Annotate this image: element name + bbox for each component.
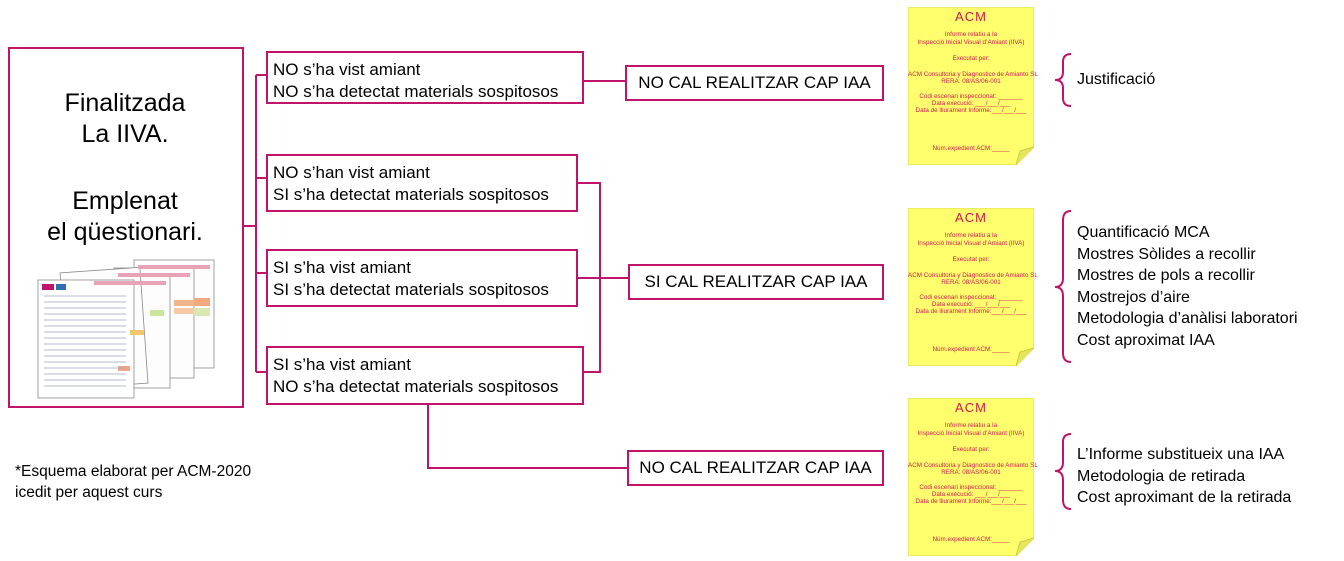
acm-logo: ACM: [955, 210, 987, 225]
footnote-line-1: *Esquema elaborat per ACM-2020: [15, 463, 252, 480]
condition-4-line-2: NO s’ha detectat materials sospitosos: [273, 377, 559, 396]
acm-logo: ACM: [955, 400, 987, 415]
report-file-number: Núm.expedient ACM:_____: [932, 145, 1010, 152]
footnote-line-2: icedit per aquest curs: [15, 484, 163, 501]
report-rera: RERA: 08/AS/06-001: [941, 469, 1001, 476]
outcome-3-item-1: L’Informe substitueix una IAA: [1077, 446, 1285, 463]
outcome-list-1: Justificació: [1077, 69, 1155, 91]
report-execution-date: Data execució: ___/___/___: [931, 100, 1011, 107]
report-inspector-code: Codi escenari inspeccionat: _______: [919, 484, 1023, 491]
start-subtitle: Emplenat el qüestionari.: [10, 186, 240, 248]
report-document-1: ACM Informe relatiu a la Inspecció Inici…: [908, 7, 1038, 165]
questionnaire-pages-image: [37, 259, 215, 399]
report-title-1: Informe relatiu a la: [944, 232, 998, 239]
condition-box-3: SI s’ha vist amiant SI s’ha detectat mat…: [266, 249, 578, 307]
start-line-4: el qüestionari.: [47, 218, 203, 246]
report-execution-date: Data execució: ___/___/___: [931, 301, 1011, 308]
report-document-2: ACM Informe relatiu a la Inspecció Inici…: [908, 208, 1038, 366]
report-title-2: Inspecció Inicial Visual d’Amiant (IIVA): [917, 39, 1025, 46]
outcome-2-item-1: Quantificació MCA: [1077, 224, 1210, 241]
report-executed-by: Executat per:: [952, 446, 990, 453]
outcome-2-item-4: Mostrejos d’aire: [1077, 288, 1190, 306]
result-box-1: NO CAL REALITZAR CAP IAA: [625, 65, 884, 101]
start-title: Finalitzada La IIVA.: [10, 88, 240, 150]
outcome-2-item-2: Mostres Sòlides a recollir: [1077, 245, 1256, 263]
condition-box-4: SI s’ha vist amiant NO s’ha detectat mat…: [266, 346, 584, 405]
report-delivery-date: Data de lliurament Informe:___/___/___: [915, 308, 1027, 315]
result-2-label: SI CAL REALITZAR CAP IAA: [644, 272, 868, 291]
result-box-3: NO CAL REALITZAR CAP IAA: [627, 450, 884, 486]
condition-4-line-1: SI s’ha vist amiant: [273, 355, 411, 374]
report-delivery-date: Data de lliurament Informe:___/___/___: [915, 107, 1027, 114]
report-executed-by: Executat per:: [952, 55, 990, 62]
outcome-3-item-2: Metodologia de retirada: [1077, 467, 1246, 485]
outcome-3-item-3: Cost aproximant de la retirada: [1077, 489, 1292, 507]
report-rera: RERA: 08/AS/06-001: [941, 279, 1001, 286]
start-line-2: La IIVA.: [81, 120, 169, 148]
report-company: ACM Consultoria y Diagnostico de Amianto…: [908, 272, 1038, 279]
outcome-2-item-3: Mostres de pols a recollir: [1077, 267, 1255, 285]
outcome-list-2: Quantificació MCA Mostres Sòlides a reco…: [1077, 222, 1298, 352]
condition-3-line-1: SI s’ha vist amiant: [273, 258, 411, 277]
report-rera: RERA: 08/AS/06-001: [941, 78, 1001, 85]
condition-box-1: NO s’ha vist amiant NO s’ha detectat mat…: [266, 51, 584, 104]
report-document-3: ACM Informe relatiu a la Inspecció Inici…: [908, 398, 1038, 556]
condition-2-line-2: SI s’ha detectat materials sospitosos: [273, 185, 549, 204]
report-file-number: Núm.expedient ACM:_____: [932, 346, 1010, 353]
report-execution-date: Data execució: ___/___/___: [931, 491, 1011, 498]
report-executed-by: Executat per:: [952, 256, 990, 263]
result-3-label: NO CAL REALITZAR CAP IAA: [639, 458, 872, 477]
report-title-1: Informe relatiu a la: [944, 31, 998, 38]
report-delivery-date: Data de lliurament Informe:___/___/___: [915, 498, 1027, 505]
outcome-2-item-5: Metodologia d’anàlisi laboratori: [1077, 310, 1298, 328]
report-company: ACM Consultoria y Diagnostico de Amianto…: [908, 71, 1038, 78]
condition-2-line-1: NO s’han vist amiant: [273, 163, 430, 182]
outcome-1-item-1: Justificació: [1077, 71, 1156, 88]
report-inspector-code: Codi escenari inspeccionat: _______: [919, 93, 1023, 100]
report-title-1: Informe relatiu a la: [944, 422, 998, 429]
result-1-label: NO CAL REALITZAR CAP IAA: [638, 73, 871, 92]
report-company: ACM Consultoria y Diagnostico de Amianto…: [908, 462, 1038, 469]
report-file-number: Núm.expedient ACM:_____: [932, 536, 1010, 543]
report-title-2: Inspecció Inicial Visual d’Amiant (IIVA): [917, 240, 1025, 247]
condition-1-line-1: NO s’ha vist amiant: [273, 60, 421, 79]
condition-3-line-2: SI s’ha detectat materials sospitosos: [273, 280, 549, 299]
condition-box-2: NO s’han vist amiant SI s’ha detectat ma…: [266, 154, 578, 212]
condition-1-line-2: NO s’ha detectat materials sospitosos: [273, 82, 559, 101]
start-line-3: Emplenat: [72, 187, 178, 215]
outcome-2-item-6: Cost aproximat IAA: [1077, 331, 1215, 349]
outcome-list-3: L’Informe substitueix una IAA Metodologi…: [1077, 444, 1291, 509]
footnote: *Esquema elaborat per ACM-2020 icedit pe…: [15, 461, 251, 503]
report-title-2: Inspecció Inicial Visual d’Amiant (IIVA): [917, 430, 1025, 437]
result-box-2: SI CAL REALITZAR CAP IAA: [628, 264, 884, 300]
acm-logo: ACM: [955, 9, 987, 24]
start-line-1: Finalitzada: [64, 89, 186, 117]
report-inspector-code: Codi escenari inspeccionat: _______: [919, 294, 1023, 301]
